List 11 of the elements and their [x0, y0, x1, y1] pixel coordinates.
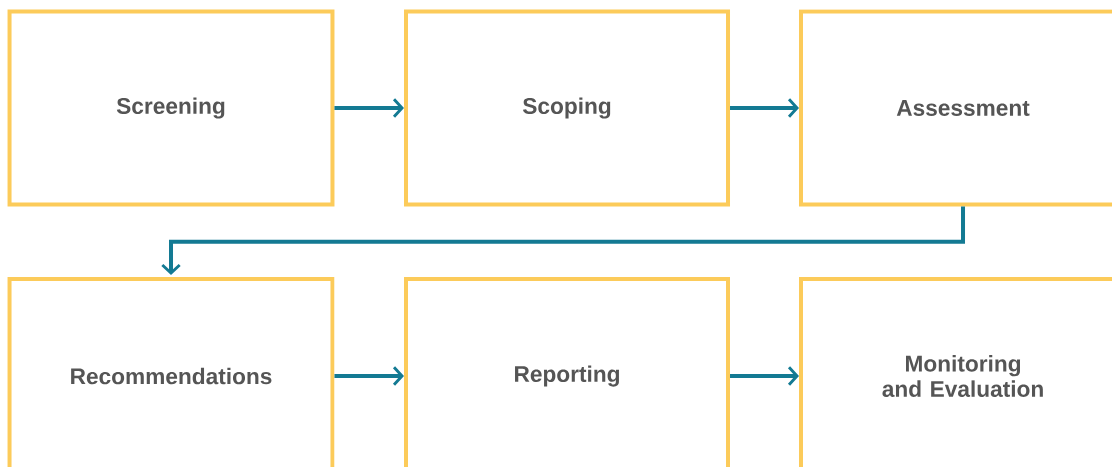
- process-box: Recommendations: [7, 277, 335, 467]
- process-box: Scoping: [404, 9, 730, 207]
- process-box: Monitoring and Evaluation: [799, 277, 1112, 467]
- arrow: [161, 206, 965, 275]
- arrow: [334, 98, 404, 118]
- process-box: Screening: [7, 9, 335, 207]
- arrow: [334, 366, 404, 386]
- arrow: [730, 98, 799, 118]
- process-box: Assessment: [799, 9, 1112, 207]
- process-box: Reporting: [404, 277, 730, 467]
- arrow: [730, 366, 799, 386]
